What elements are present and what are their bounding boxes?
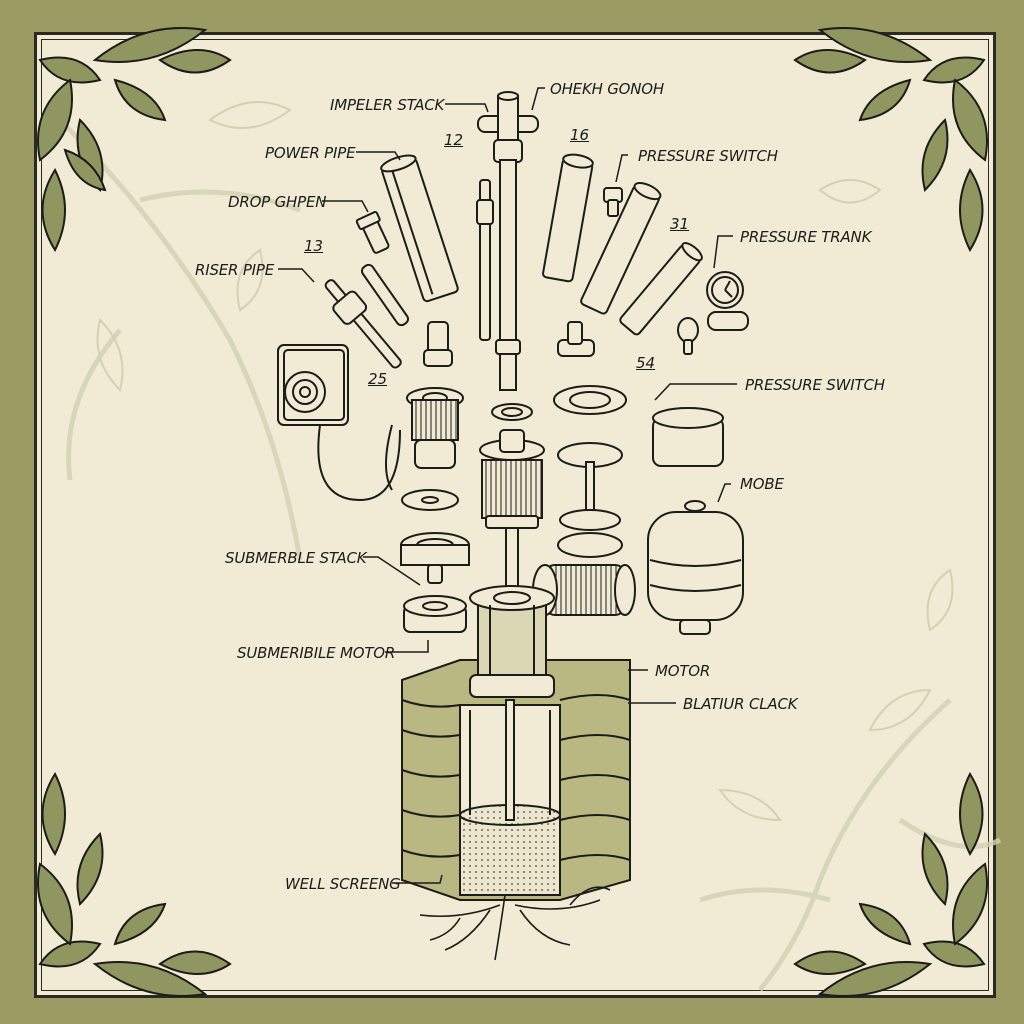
tube-long-part: [580, 182, 662, 315]
pressure-switch-cup-part: [652, 407, 724, 467]
part-number-16: 16: [570, 126, 590, 144]
tee-valve-part: [557, 321, 595, 357]
side-motor-part: [532, 564, 636, 616]
motor-housing-part: [469, 585, 555, 698]
small-ring-fitting: [677, 317, 699, 355]
part-number-12: 12: [444, 131, 464, 149]
corner-leaves-bottom-right: [793, 771, 988, 997]
corner-leaves-top-right: [793, 27, 988, 253]
label-motor: MOTOR: [655, 662, 711, 680]
label-mobe: MOBE: [740, 475, 784, 493]
pressure-switch-cap-part: [603, 187, 623, 217]
part-number-54: 54: [636, 354, 656, 372]
lower-gear-part: [403, 595, 467, 633]
small-rod-part: [360, 263, 410, 327]
label-riser-pipe: RISER PIPE: [195, 261, 275, 279]
valve-fitting-part: [423, 321, 453, 367]
corner-leaves-bottom-left: [37, 771, 232, 997]
gear-top-part: [401, 489, 459, 511]
control-box-part: [277, 344, 401, 502]
label-drop-ghpen: DROP GHPEN: [228, 193, 327, 211]
drop-pipe-connector: [355, 210, 390, 254]
label-power-pipe: POWER PIPE: [265, 144, 356, 162]
background-branches: [58, 118, 1002, 992]
label-ohekh-gonoh: OHEKH GONOH: [550, 80, 664, 98]
label-pressure-switch-top: PRESSURE SWITCH: [638, 147, 778, 165]
coupling-part: [406, 387, 464, 469]
part-number-31: 31: [670, 215, 690, 233]
label-blatiur-clack: BLATIUR CLACK: [683, 695, 798, 713]
part-number-13: 13: [304, 237, 324, 255]
submersible-stack-part: [400, 532, 470, 584]
roots: [419, 886, 611, 961]
tube-16-part: [542, 153, 594, 283]
part-number-25: 25: [368, 370, 388, 388]
thin-rod-part: [476, 179, 494, 341]
t-fitting-part: [477, 91, 539, 391]
pressure-gauge-part: [706, 271, 749, 331]
label-pressure-trank: PRESSURE TRANK: [740, 228, 872, 246]
ground-block: [401, 659, 631, 901]
flange-ring-part: [553, 385, 627, 415]
power-pipe-part: [380, 154, 459, 303]
label-well-screeng: WELL SCREENG: [285, 875, 401, 893]
label-submerble-stack: SUBMERBLE STACK: [225, 549, 367, 567]
ring-washer-part: [491, 403, 533, 421]
riser-pipe-part: [324, 279, 402, 369]
label-submeribile-motor: SUBMERIBILE MOTOR: [237, 644, 396, 662]
background-leaves: [96, 101, 954, 822]
tube-31-part: [619, 242, 703, 336]
diffuser-part: [557, 442, 623, 558]
leader-lines: [278, 87, 737, 884]
corner-leaves-top-left: [37, 27, 232, 253]
pressure-tank-part: [647, 500, 744, 635]
impeller-stack-part: [479, 429, 545, 589]
label-impeler-stack: IMPELER STACK: [330, 96, 445, 114]
label-pressure-switch-mid: PRESSURE SWITCH: [745, 376, 885, 394]
